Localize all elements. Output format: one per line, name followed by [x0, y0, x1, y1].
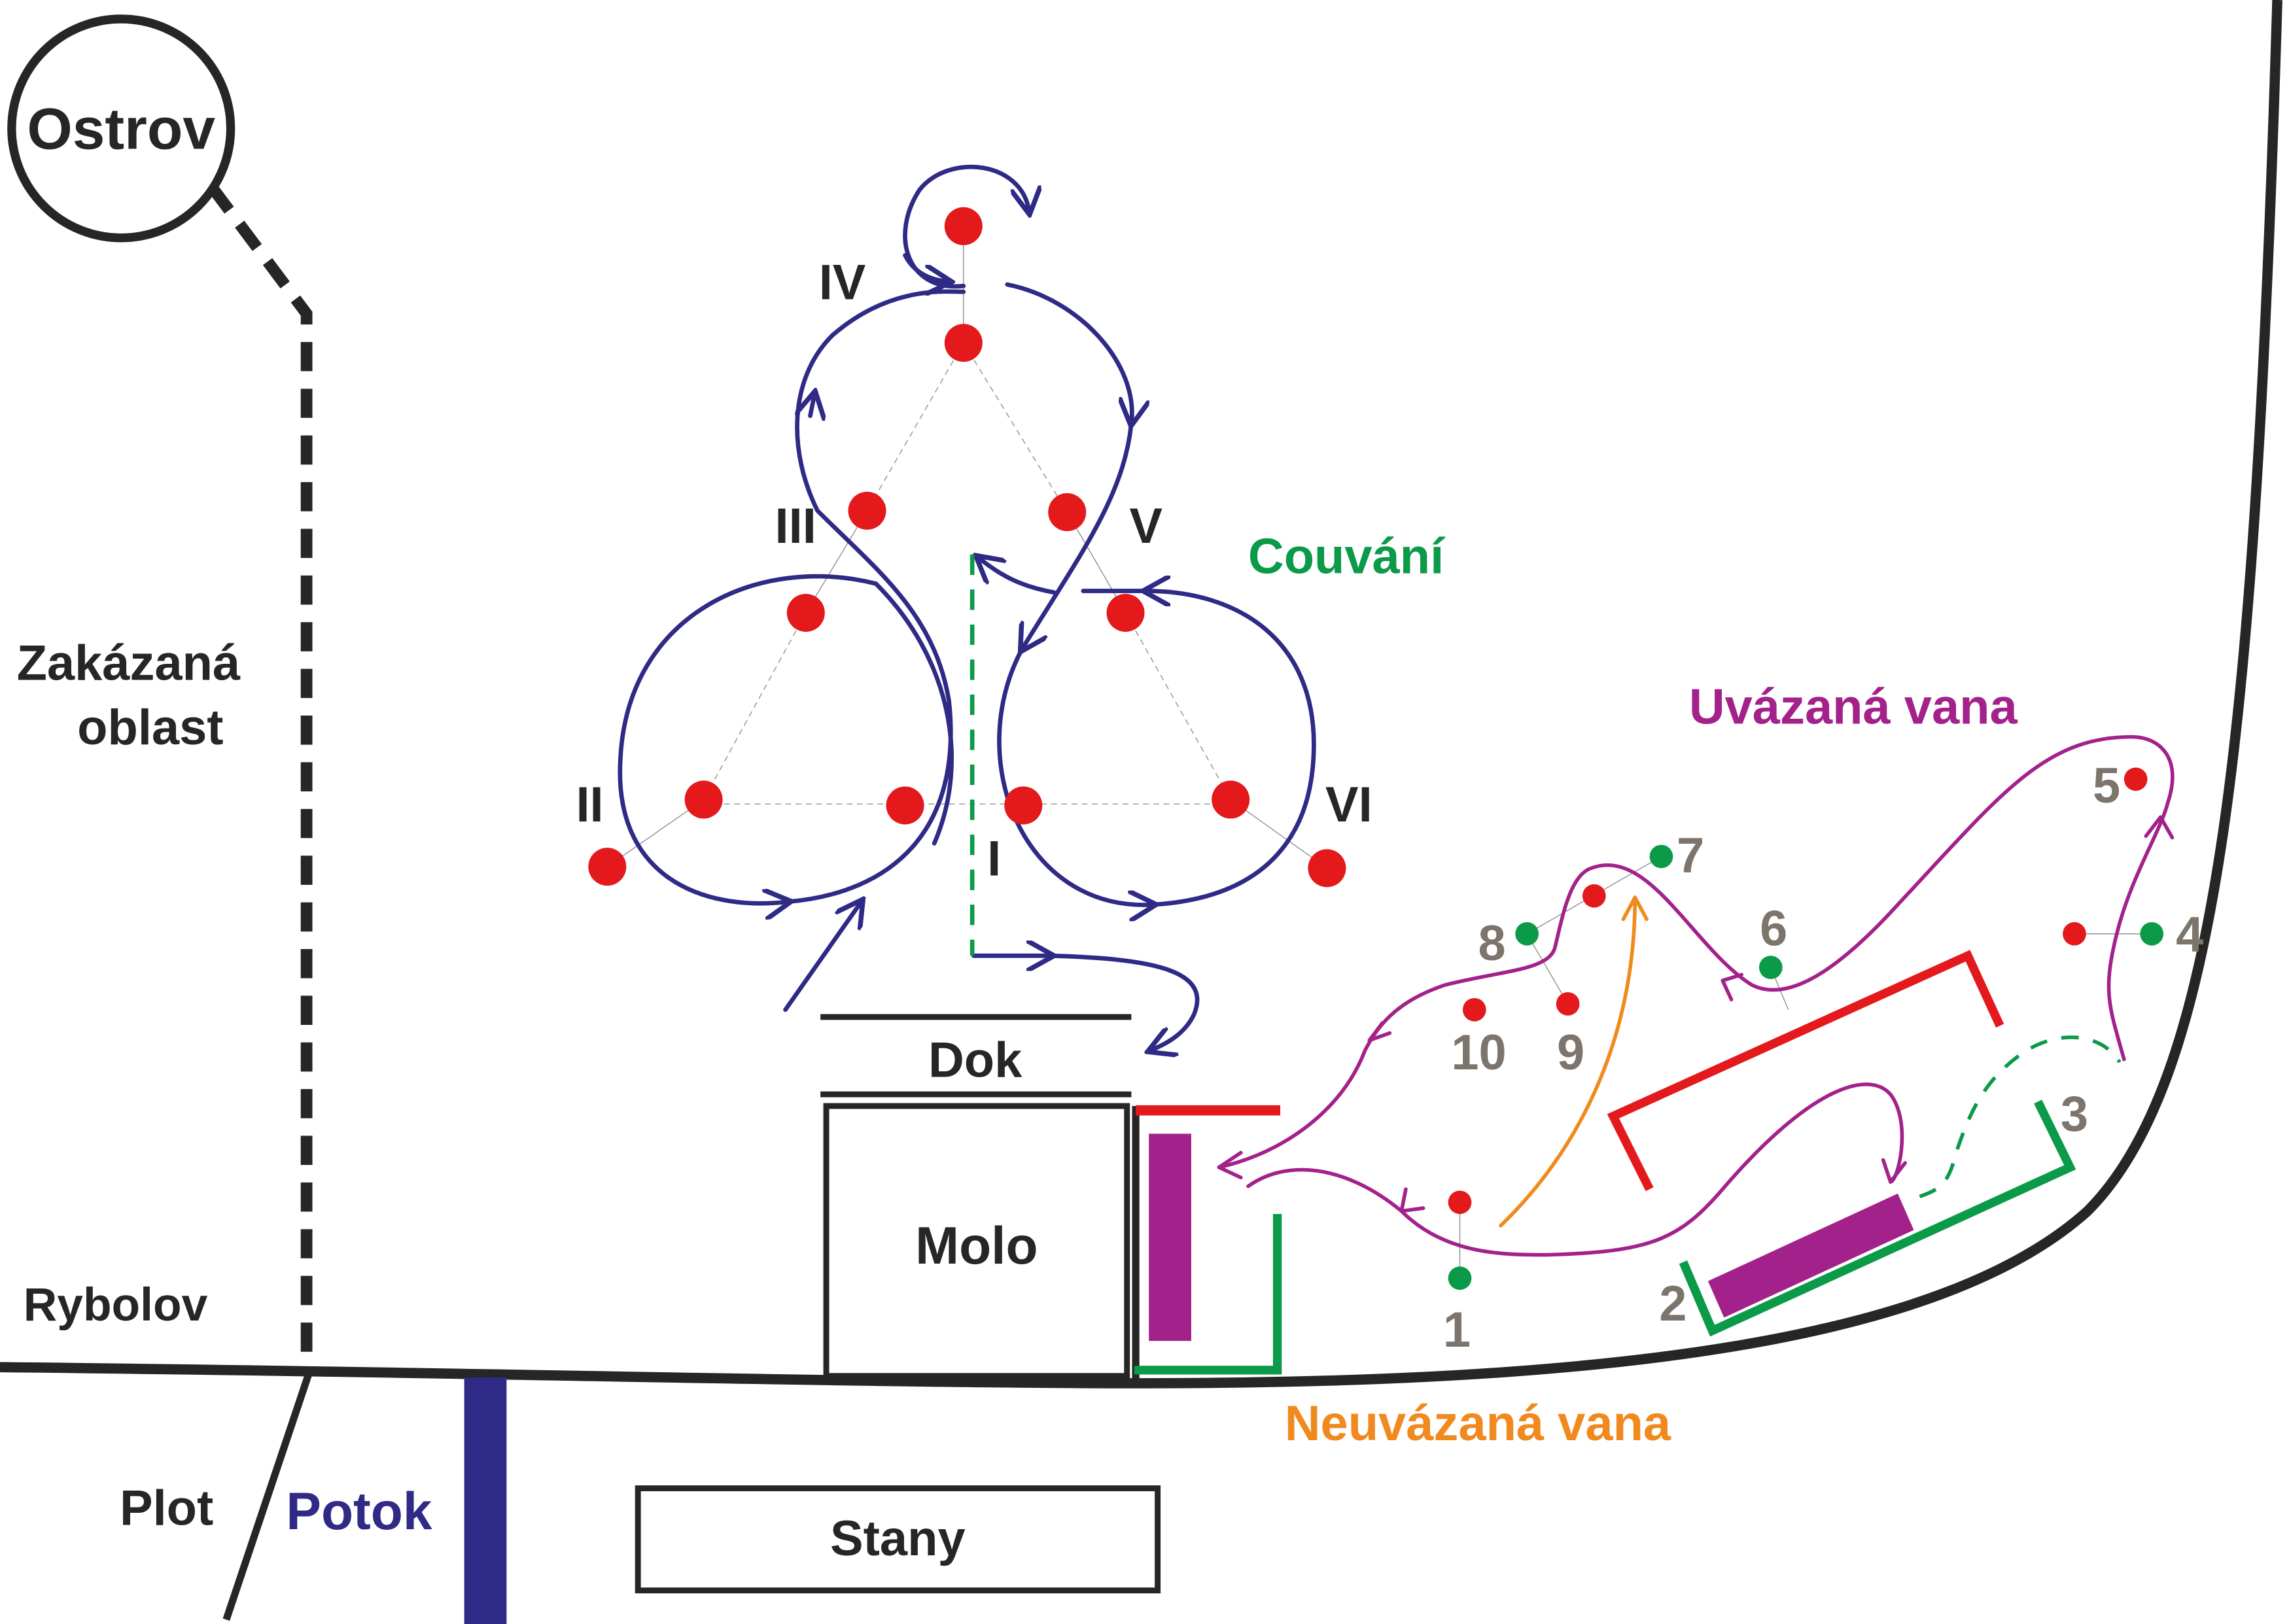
- ostrov-island: Ostrov: [7, 14, 236, 243]
- buoy: [944, 324, 983, 362]
- buoy-red: [2063, 922, 2086, 946]
- buoy: [1106, 593, 1145, 632]
- buoy: [1048, 493, 1087, 532]
- right-buoys: [1448, 767, 2164, 1290]
- rybolov-label: Rybolov: [24, 1279, 208, 1331]
- buoy: [886, 786, 924, 825]
- neuvazana-vana-label: Neuvázaná vana: [1285, 1396, 1671, 1451]
- green-docking-bracket: [1679, 1099, 2076, 1337]
- buoy: [684, 780, 723, 819]
- tethered-tub: [1707, 1193, 1914, 1318]
- point-label-3: 3: [2061, 1086, 2088, 1142]
- buoy-green: [1448, 1266, 1472, 1290]
- stany-label: Stany: [830, 1511, 966, 1566]
- station-label-i: I: [987, 831, 1001, 887]
- buoy-green: [2140, 922, 2164, 946]
- station-label-iv: IV: [819, 254, 866, 310]
- course-paths: [618, 164, 1316, 1050]
- station-label-v: V: [1129, 498, 1162, 554]
- point-label-5: 5: [2093, 758, 2120, 814]
- point-label-2: 2: [1659, 1276, 1686, 1332]
- stany-box: [635, 1485, 1161, 1594]
- buoy: [1308, 849, 1346, 888]
- couvani-label: Couvání: [1248, 529, 1446, 585]
- tethered-tub-path: [1217, 734, 2175, 1257]
- buoy: [588, 848, 627, 886]
- forbidden-zone-boundary: [207, 183, 313, 1372]
- dok-label: Dok: [928, 1032, 1022, 1088]
- tethered-tub-at-molo: [1149, 1133, 1191, 1341]
- buoy: [1212, 780, 1250, 819]
- buoy-green: [1649, 844, 1673, 869]
- point-label-10: 10: [1451, 1025, 1506, 1080]
- buoy: [1004, 786, 1043, 825]
- red-docking-bracket: [1607, 950, 2004, 1192]
- point-label-4: 4: [2176, 907, 2203, 963]
- point-label-7: 7: [1677, 828, 1704, 884]
- station-label-vi: VI: [1325, 777, 1372, 833]
- potok-label: Potok: [286, 1482, 432, 1541]
- station-label-ii: II: [576, 777, 603, 833]
- zakazana-label-2: oblast: [77, 700, 223, 755]
- buoy: [848, 491, 886, 530]
- molo-label: Molo: [915, 1217, 1038, 1275]
- triangle-buoys: [588, 207, 1346, 888]
- point-label-6: 6: [1760, 901, 1787, 957]
- buoy: [786, 593, 825, 632]
- reverse-maneuver-path: [1919, 1035, 2122, 1198]
- uvazana-vana-label: Uvázaná vana: [1689, 680, 2018, 735]
- untethered-tub-path: [1499, 895, 1649, 1228]
- green-bay: [1134, 1214, 1282, 1375]
- zakazana-label-1: Zakázaná: [17, 636, 241, 691]
- ostrov-label: Ostrov: [27, 96, 215, 162]
- buoy-green: [1515, 922, 1539, 946]
- buoy-green: [1758, 956, 1783, 979]
- station-label-iii: III: [775, 498, 816, 554]
- shoreline: [0, 0, 2282, 1389]
- buoy-red: [1556, 992, 1580, 1016]
- buoy: [944, 207, 983, 245]
- point-label-8: 8: [1478, 916, 1505, 971]
- buoy-red: [1462, 997, 1486, 1022]
- buoy-red: [1448, 1190, 1472, 1215]
- plot-label: Plot: [120, 1480, 213, 1536]
- fence-line: [222, 1370, 313, 1621]
- point-label-1: 1: [1443, 1302, 1471, 1358]
- buoy-red: [2123, 767, 2148, 791]
- buoy-red: [1582, 884, 1606, 908]
- potok-creek: [464, 1377, 507, 1624]
- molo-box: [823, 1103, 1130, 1379]
- triangle-guides: [606, 226, 1327, 869]
- point-label-9: 9: [1557, 1025, 1584, 1080]
